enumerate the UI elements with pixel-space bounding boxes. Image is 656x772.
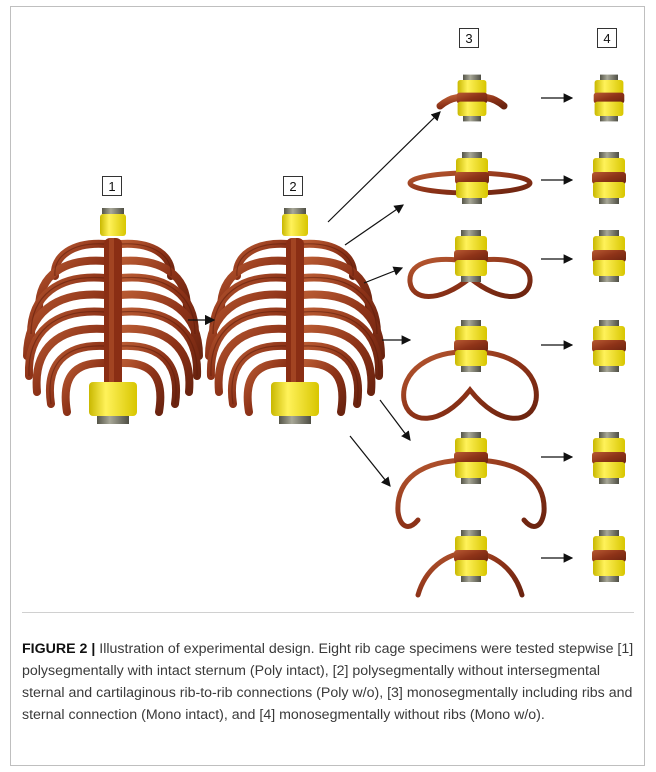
figure-caption: FIGURE 2 | Illustration of experimental … bbox=[22, 638, 634, 726]
experimental-design-illustration bbox=[0, 0, 656, 610]
caption-separator bbox=[22, 612, 634, 613]
figure-label: FIGURE 2 | bbox=[22, 641, 95, 657]
caption-text: Illustration of experimental design. Eig… bbox=[22, 641, 633, 723]
